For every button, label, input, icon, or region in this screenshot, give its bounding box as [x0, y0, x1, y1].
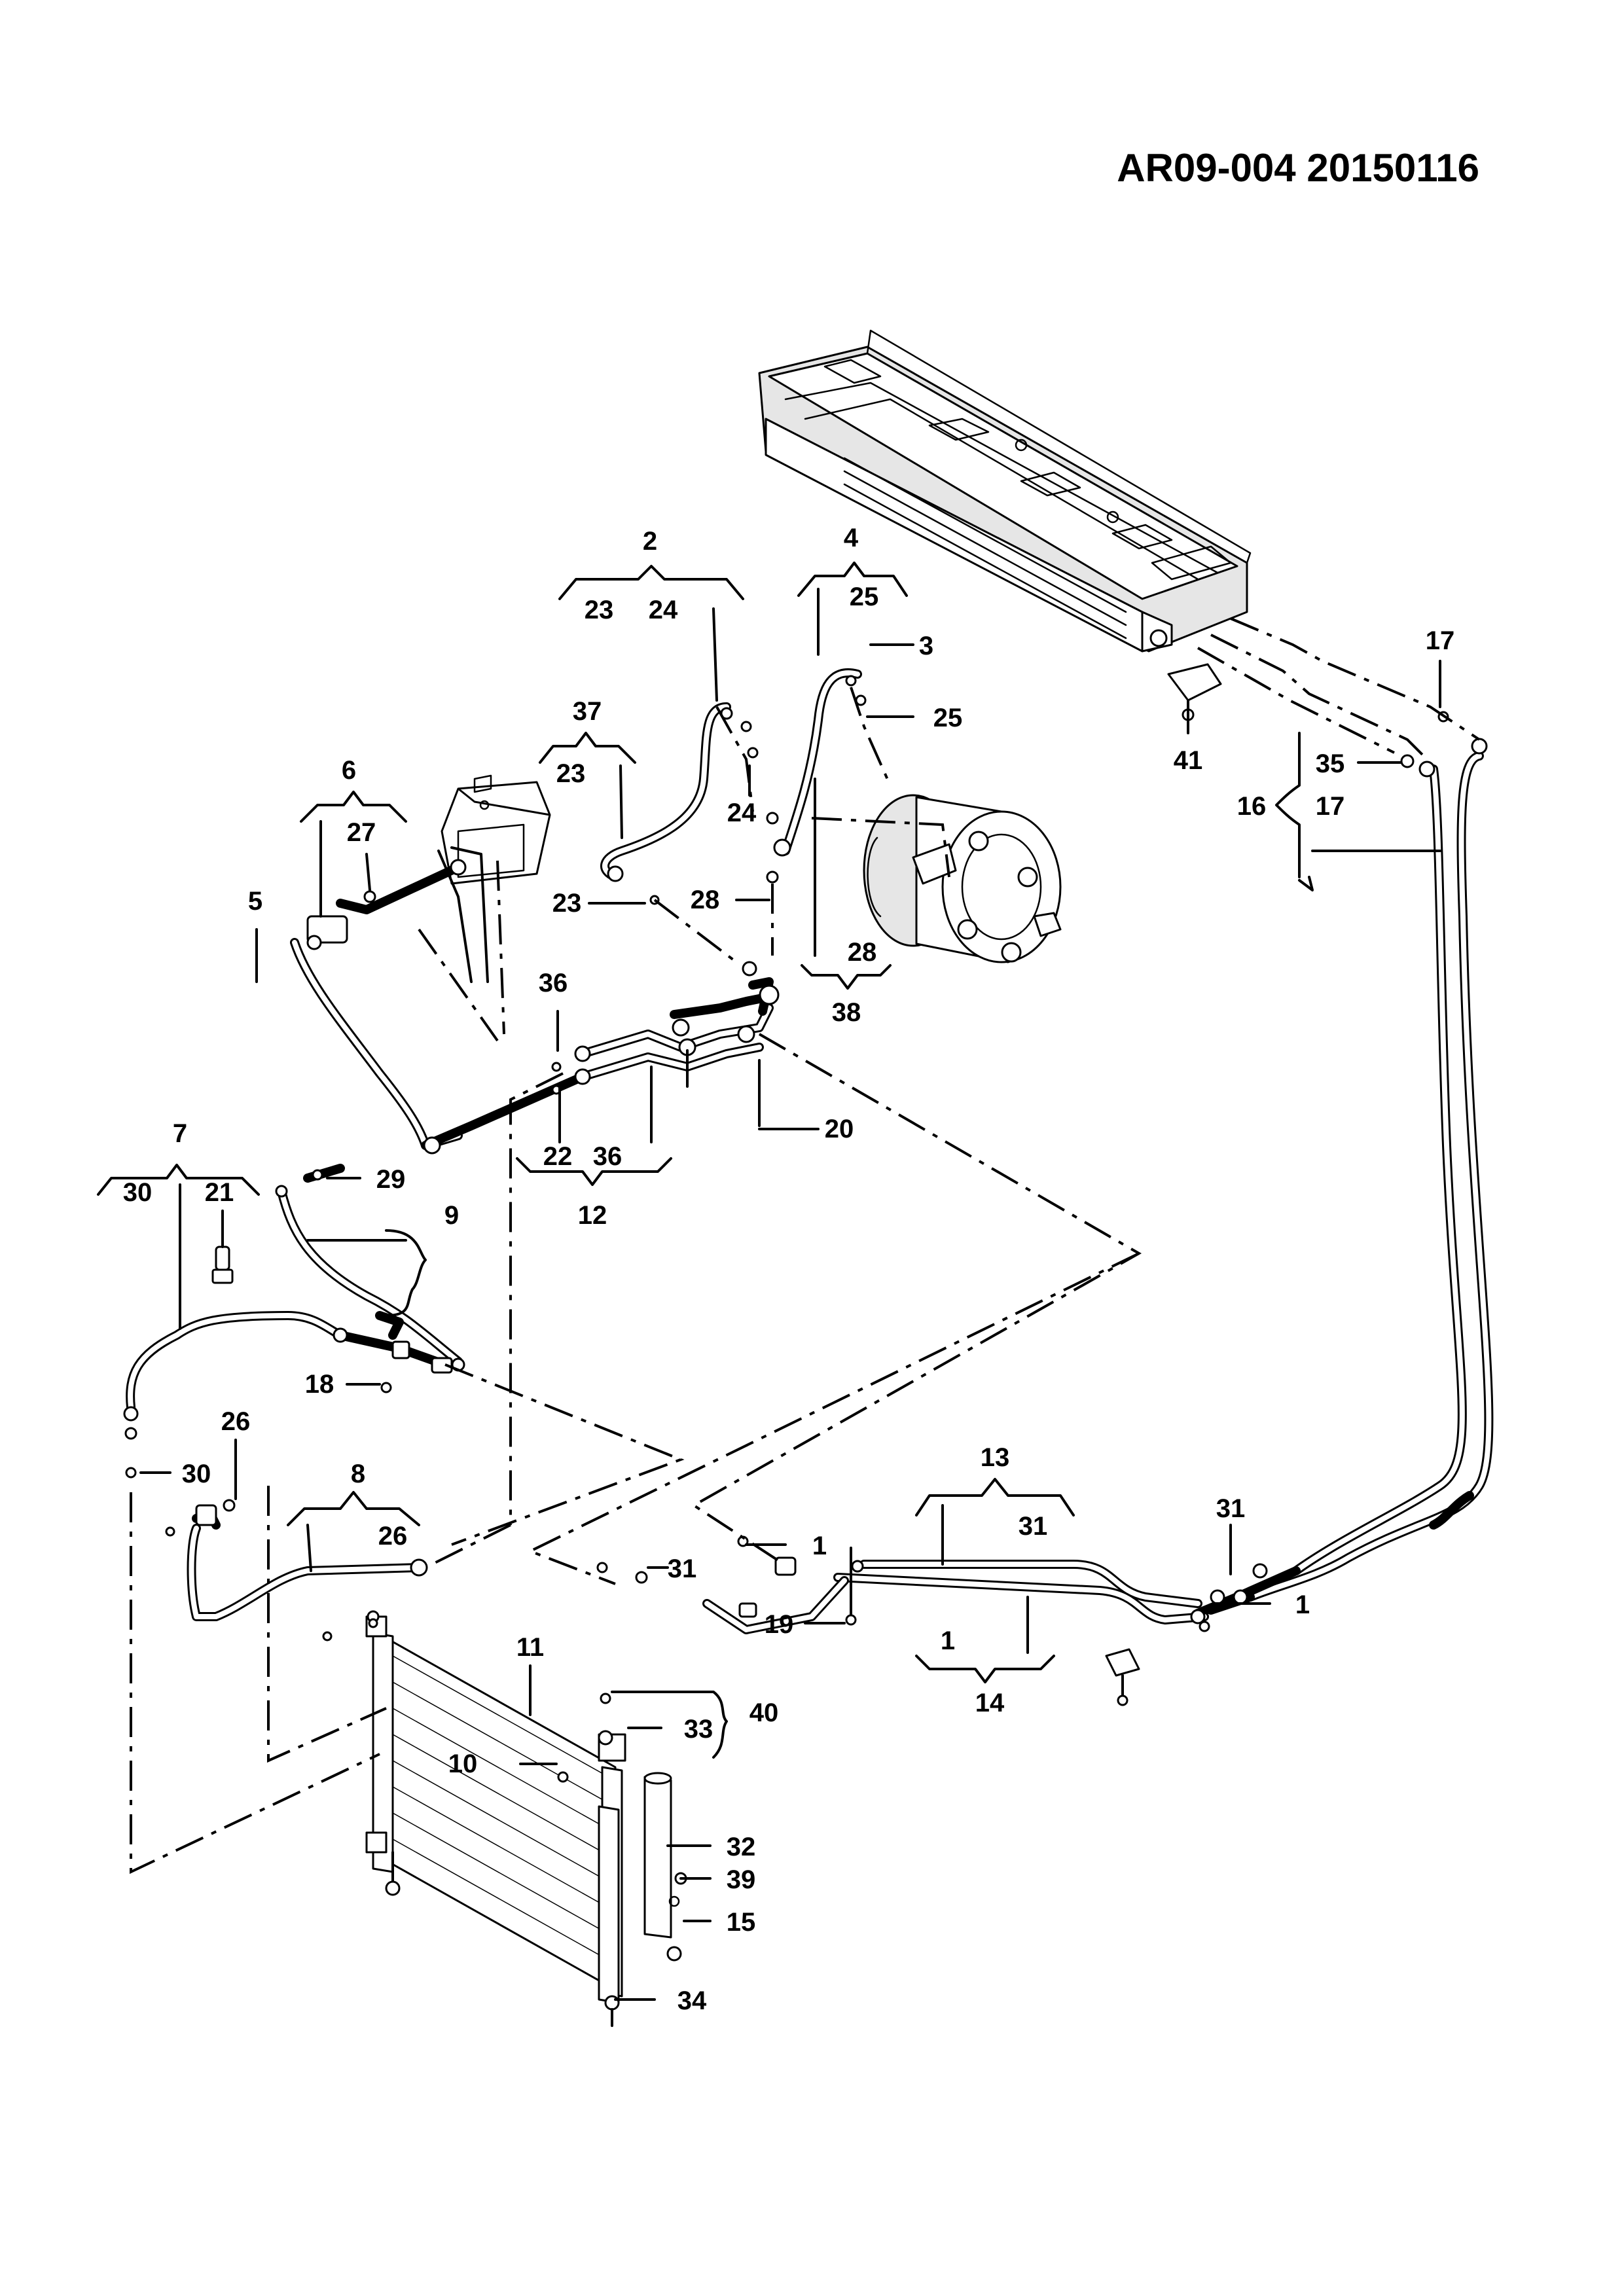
callout-31-a: 31	[1019, 1512, 1048, 1541]
callout-11: 11	[516, 1633, 544, 1662]
callout-35: 35	[1316, 749, 1345, 778]
callout-37: 37	[573, 697, 602, 726]
reference-lines	[130, 617, 1481, 1874]
callout-36-b: 36	[593, 1142, 623, 1171]
callout-19: 19	[765, 1610, 794, 1639]
callout-40: 40	[749, 1698, 779, 1727]
callout-15: 15	[727, 1908, 756, 1937]
callout-31-c: 31	[1216, 1494, 1246, 1523]
callout-8: 8	[351, 1460, 365, 1488]
callout-23-a: 23	[585, 596, 614, 624]
callout-28-a: 28	[691, 886, 720, 914]
callout-34: 34	[677, 1986, 707, 2015]
callout-20: 20	[825, 1115, 854, 1143]
callout-labels: 2 23 24 4 25 3 25 37 23 24 6 27 5 23 28 …	[123, 524, 1455, 2015]
callout-25-b: 25	[933, 704, 963, 732]
callout-31-b: 31	[668, 1554, 697, 1583]
callout-5: 5	[248, 887, 262, 916]
callout-23-b: 23	[556, 759, 586, 788]
callout-7: 7	[173, 1119, 187, 1148]
callout-22: 22	[543, 1142, 573, 1171]
callout-18: 18	[305, 1370, 334, 1399]
leader-lines	[97, 562, 1441, 2001]
callout-29: 29	[376, 1165, 406, 1194]
callout-25-a: 25	[850, 583, 879, 611]
callout-2: 2	[643, 527, 657, 556]
callout-30-b: 30	[182, 1460, 211, 1488]
callout-12: 12	[578, 1201, 607, 1230]
condenser	[365, 1615, 682, 2027]
callout-24-b: 24	[727, 798, 757, 827]
callout-41: 41	[1174, 746, 1203, 775]
callout-13: 13	[981, 1443, 1010, 1472]
callout-30-a: 30	[123, 1178, 153, 1207]
callout-32: 32	[727, 1833, 756, 1861]
callout-1-b: 1	[941, 1626, 955, 1655]
evaporator-unit	[758, 329, 1252, 721]
heater-box	[437, 774, 551, 983]
callout-1-a: 1	[812, 1532, 827, 1560]
callout-23-c: 23	[552, 889, 582, 918]
callout-14: 14	[975, 1689, 1005, 1717]
callout-36-a: 36	[539, 969, 568, 997]
callout-26-b: 26	[378, 1522, 408, 1551]
compressor	[863, 794, 1062, 963]
callout-39: 39	[727, 1865, 756, 1894]
callout-10: 10	[448, 1749, 478, 1778]
callout-26-a: 26	[221, 1407, 251, 1436]
callout-6: 6	[342, 756, 356, 785]
callout-17-b: 17	[1316, 792, 1345, 821]
callout-24-a: 24	[649, 596, 678, 624]
document-id: AR09-004 20150116	[1117, 146, 1479, 190]
callout-28-b: 28	[848, 938, 877, 967]
fittings	[123, 675, 1488, 1885]
callout-3: 3	[919, 632, 933, 660]
callout-33: 33	[684, 1715, 713, 1744]
callout-27: 27	[347, 818, 376, 847]
callout-9: 9	[444, 1201, 459, 1230]
callout-17-a: 17	[1426, 626, 1455, 655]
callout-38: 38	[832, 998, 861, 1027]
callout-21: 21	[205, 1178, 234, 1207]
callout-16: 16	[1237, 792, 1267, 821]
refrigerant-lines	[126, 668, 1494, 1634]
callout-1-c: 1	[1295, 1590, 1310, 1619]
callout-4: 4	[844, 524, 859, 552]
